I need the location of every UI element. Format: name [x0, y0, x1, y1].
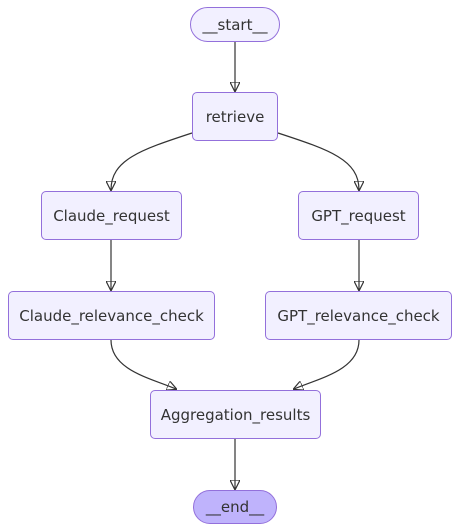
aggregation-results-node-label: Aggregation_results: [160, 405, 311, 424]
gpt-request-node-label: GPT_request: [311, 206, 406, 225]
end-node-label: __end__: [205, 498, 265, 516]
gpt-relevance-check-node[interactable]: GPT_relevance_check: [265, 291, 452, 340]
end-node[interactable]: __end__: [193, 490, 277, 524]
start-node[interactable]: __start__: [190, 7, 280, 42]
edge-retrieve-claude-request: [111, 132, 193, 190]
edge-gpt-relevance-aggregation: [294, 339, 360, 389]
claude-relevance-check-node-label: Claude_relevance_check: [19, 306, 204, 325]
aggregation-results-node[interactable]: Aggregation_results: [150, 390, 321, 439]
gpt-request-node[interactable]: GPT_request: [298, 191, 419, 240]
retrieve-node-label: retrieve: [205, 107, 265, 126]
gpt-relevance-check-node-label: GPT_relevance_check: [277, 306, 440, 325]
start-node-label: __start__: [202, 15, 268, 34]
edge-claude-relevance-aggregation: [110, 339, 176, 389]
retrieve-node[interactable]: retrieve: [192, 92, 278, 141]
claude-request-node[interactable]: Claude_request: [41, 191, 182, 240]
claude-request-node-label: Claude_request: [53, 206, 170, 225]
claude-relevance-check-node[interactable]: Claude_relevance_check: [8, 291, 215, 340]
edge-retrieve-gpt-request: [277, 132, 359, 190]
